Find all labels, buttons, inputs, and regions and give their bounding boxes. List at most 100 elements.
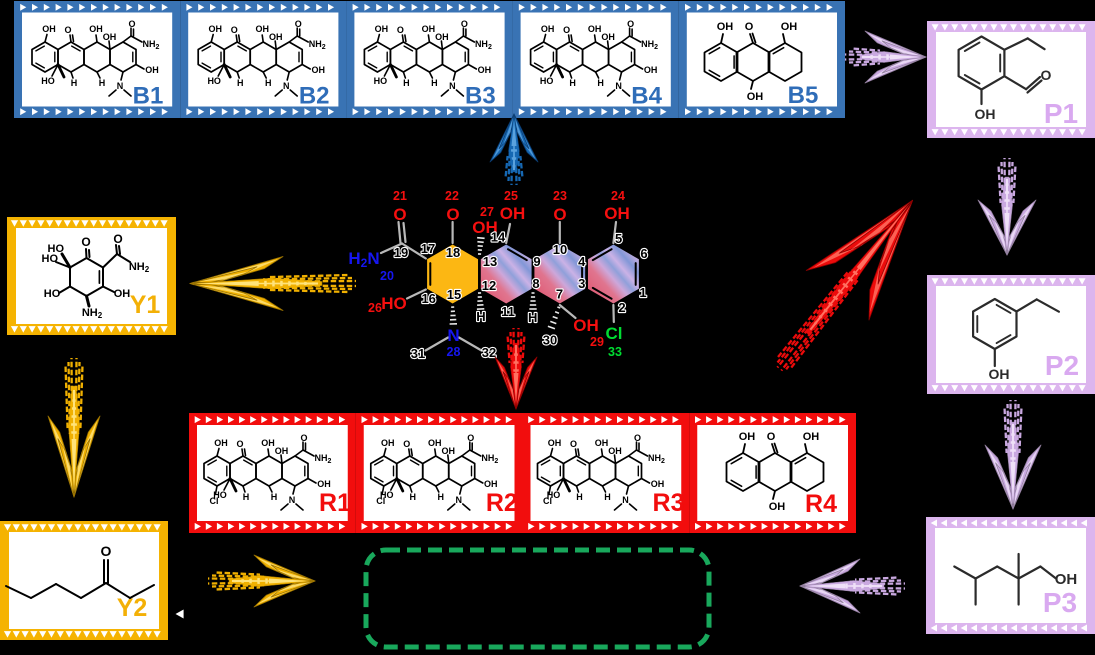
svg-text:H: H: [271, 492, 278, 502]
svg-text:OH: OH: [422, 24, 436, 34]
svg-text:29: 29: [590, 335, 604, 349]
svg-text:31: 31: [411, 346, 425, 361]
svg-text:4: 4: [578, 254, 586, 269]
svg-text:N: N: [289, 495, 296, 505]
svg-text:O: O: [446, 205, 459, 224]
svg-text:Cl: Cl: [210, 496, 219, 506]
svg-text:P2: P2: [1045, 350, 1079, 381]
svg-text:OH: OH: [803, 431, 820, 443]
svg-text:H: H: [597, 78, 604, 88]
svg-text:OH: OH: [717, 21, 734, 33]
svg-text:OH: OH: [601, 32, 615, 42]
svg-text:HO: HO: [540, 76, 554, 86]
svg-text:HO: HO: [374, 76, 388, 86]
svg-text:O: O: [745, 21, 754, 33]
svg-text:O: O: [64, 25, 71, 35]
svg-text:O: O: [300, 433, 307, 443]
svg-text:OH: OH: [608, 446, 622, 456]
svg-text:O: O: [634, 433, 641, 443]
svg-text:OH: OH: [145, 65, 159, 75]
svg-text:OH: OH: [435, 32, 449, 42]
svg-text:OH: OH: [989, 366, 1010, 382]
svg-text:11: 11: [501, 304, 515, 319]
svg-text:OH: OH: [1055, 571, 1078, 588]
svg-text:3: 3: [578, 276, 585, 291]
svg-text:Cl: Cl: [376, 496, 385, 506]
svg-text:OH: OH: [428, 438, 442, 448]
svg-text:OH: OH: [255, 24, 269, 34]
svg-text:H: H: [476, 309, 485, 324]
svg-text:OH: OH: [317, 479, 331, 489]
svg-text:H: H: [265, 78, 272, 88]
svg-text:OH: OH: [42, 24, 56, 34]
svg-text:B2: B2: [299, 83, 330, 110]
svg-text:20: 20: [380, 269, 394, 283]
svg-text:O: O: [563, 25, 570, 35]
svg-text:7: 7: [556, 287, 563, 302]
svg-text:Cl: Cl: [543, 496, 552, 506]
svg-text:26: 26: [368, 301, 382, 315]
svg-text:O: O: [461, 19, 468, 29]
svg-text:B1: B1: [133, 83, 164, 110]
svg-text:O: O: [403, 439, 410, 449]
svg-text:OH: OH: [89, 24, 103, 34]
svg-text:12: 12: [482, 278, 496, 293]
svg-text:19: 19: [394, 245, 408, 260]
svg-text:OH: OH: [375, 24, 389, 34]
svg-text:OH: OH: [541, 24, 555, 34]
svg-text:O: O: [81, 235, 90, 249]
svg-text:6: 6: [640, 246, 647, 261]
svg-text:H: H: [99, 78, 106, 88]
svg-text:N: N: [456, 495, 463, 505]
svg-text:H: H: [569, 78, 576, 88]
svg-text:23: 23: [553, 189, 567, 203]
svg-text:H: H: [438, 492, 445, 502]
svg-text:25: 25: [504, 189, 518, 203]
svg-text:Cl: Cl: [606, 324, 623, 343]
svg-text:O: O: [1041, 67, 1052, 83]
svg-text:R4: R4: [805, 490, 837, 518]
svg-text:O: O: [570, 439, 577, 449]
svg-text:14: 14: [491, 230, 506, 245]
svg-text:N: N: [447, 326, 459, 345]
svg-text:H: H: [431, 78, 438, 88]
svg-text:O: O: [393, 205, 406, 224]
svg-text:O: O: [231, 25, 238, 35]
svg-text:B4: B4: [631, 83, 662, 110]
svg-text:5: 5: [615, 231, 622, 246]
svg-text:O: O: [397, 25, 404, 35]
svg-text:Y2: Y2: [117, 594, 148, 622]
svg-text:OH: OH: [781, 21, 798, 33]
svg-text:OH: OH: [311, 65, 325, 75]
svg-text:8: 8: [532, 276, 539, 291]
svg-text:N: N: [615, 81, 622, 91]
svg-text:30: 30: [543, 333, 557, 348]
svg-text:OH: OH: [275, 446, 289, 456]
svg-text:OH: OH: [114, 288, 131, 300]
svg-text:OH: OH: [975, 106, 996, 122]
svg-text:HO: HO: [381, 294, 407, 313]
svg-text:OH: OH: [103, 32, 117, 42]
svg-text:H: H: [528, 310, 537, 325]
svg-text:22: 22: [445, 189, 459, 203]
svg-text:OH: OH: [595, 438, 609, 448]
svg-text:O: O: [128, 19, 135, 29]
svg-text:R3: R3: [653, 489, 685, 517]
svg-text:H: H: [403, 78, 410, 88]
svg-text:OH: OH: [484, 479, 498, 489]
svg-text:B3: B3: [465, 83, 496, 110]
svg-text:16: 16: [421, 291, 435, 306]
svg-text:O: O: [767, 431, 776, 443]
svg-text:H: H: [604, 492, 611, 502]
svg-text:15: 15: [447, 287, 461, 302]
svg-text:B5: B5: [788, 82, 819, 109]
svg-text:17: 17: [421, 241, 435, 256]
svg-text:N: N: [449, 81, 456, 91]
svg-text:33: 33: [608, 345, 622, 359]
svg-text:OH: OH: [604, 204, 630, 223]
svg-text:13: 13: [483, 254, 497, 269]
svg-text:2: 2: [618, 300, 625, 315]
svg-text:O: O: [295, 19, 302, 29]
svg-text:H: H: [237, 78, 244, 88]
svg-text:24: 24: [611, 189, 625, 203]
